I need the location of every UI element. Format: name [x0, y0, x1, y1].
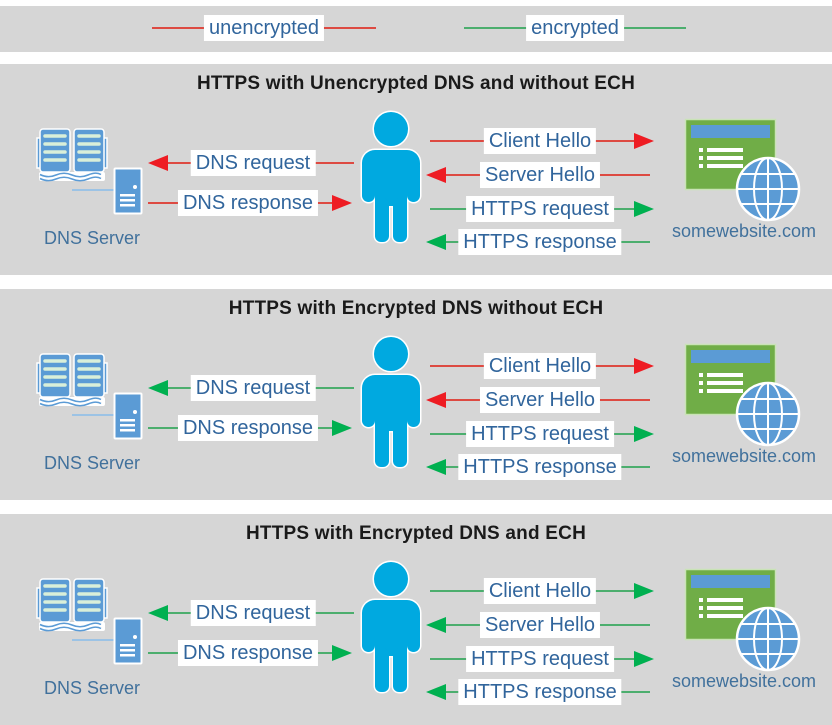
https-request-arrow: HTTPS request — [428, 194, 654, 224]
client-hello-arrow: Client Hello — [428, 351, 654, 381]
https-response-arrow: HTTPS response — [426, 227, 652, 257]
arrowhead-icon — [426, 392, 446, 408]
arrow-label: Client Hello — [483, 353, 597, 379]
arrowhead-icon — [332, 195, 352, 211]
arrowhead-icon — [148, 605, 168, 621]
dns-server-caption: DNS Server — [44, 678, 141, 698]
arrowhead-icon — [426, 684, 446, 700]
server-tower-icon — [113, 392, 143, 440]
arrowhead-icon — [634, 651, 654, 667]
person-icon — [360, 560, 422, 694]
section-title: HTTPS with Encrypted DNS and ECH — [246, 523, 586, 544]
https-request-arrow: HTTPS request — [428, 419, 654, 449]
open-book-icon — [36, 578, 108, 632]
arrow-label: DNS request — [190, 150, 316, 176]
dns-request-arrow: DNS request — [148, 598, 356, 628]
dns-server-caption: DNS Server — [44, 228, 141, 248]
dns-request-arrow: DNS request — [148, 148, 356, 178]
arrow-label: HTTPS response — [458, 454, 622, 480]
website-caption: somewebsite.com — [671, 446, 817, 466]
website-caption: somewebsite.com — [671, 671, 817, 691]
section-title: HTTPS with Encrypted DNS without ECH — [228, 298, 604, 319]
arrow-label: DNS request — [190, 600, 316, 626]
arrowhead-icon — [634, 358, 654, 374]
legend-item-encrypted: encrypted — [462, 13, 688, 43]
arrow-label: HTTPS response — [458, 679, 622, 705]
open-book-icon — [36, 128, 108, 182]
arrowhead-icon — [634, 133, 654, 149]
arrow-label: HTTPS response — [458, 229, 622, 255]
arrowhead-icon — [426, 167, 446, 183]
section-encrypted-dns-no-ech: HTTPS with Encrypted DNS without ECH — [0, 289, 832, 500]
server-hello-arrow: Server Hello — [426, 160, 652, 190]
legend-item-unencrypted: unencrypted — [150, 13, 378, 43]
server-hello-arrow: Server Hello — [426, 385, 652, 415]
https-response-arrow: HTTPS response — [426, 452, 652, 482]
arrow-label: Client Hello — [483, 578, 597, 604]
connector-line — [72, 414, 115, 416]
arrow-label: HTTPS request — [466, 196, 614, 222]
section-unencrypted-dns-no-ech: HTTPS with Unencrypted DNS and without E… — [0, 64, 832, 275]
open-book-icon — [36, 353, 108, 407]
server-hello-arrow: Server Hello — [426, 610, 652, 640]
website-icon — [684, 568, 801, 672]
arrow-label: Server Hello — [479, 612, 601, 638]
dns-response-arrow: DNS response — [146, 413, 352, 443]
section-title: HTTPS with Unencrypted DNS and without E… — [196, 73, 635, 94]
arrowhead-icon — [332, 645, 352, 661]
arrow-label: DNS request — [190, 375, 316, 401]
arrow-label: HTTPS request — [466, 421, 614, 447]
arrow-label: DNS response — [177, 190, 319, 216]
arrowhead-icon — [634, 201, 654, 217]
connector-line — [72, 189, 115, 191]
arrow-label: DNS response — [177, 415, 319, 441]
person-icon — [360, 335, 422, 469]
server-tower-icon — [113, 617, 143, 665]
dns-response-arrow: DNS response — [146, 188, 352, 218]
arrowhead-icon — [634, 426, 654, 442]
arrowhead-icon — [332, 420, 352, 436]
arrow-label: DNS response — [177, 640, 319, 666]
arrowhead-icon — [634, 583, 654, 599]
arrow-label: HTTPS request — [466, 646, 614, 672]
legend-bar: unencrypted encrypted — [0, 6, 832, 52]
client-hello-arrow: Client Hello — [428, 126, 654, 156]
arrowhead-icon — [426, 617, 446, 633]
website-icon — [684, 343, 801, 447]
arrowhead-icon — [148, 155, 168, 171]
dns-server-caption: DNS Server — [44, 453, 141, 473]
arrow-label: Server Hello — [479, 387, 601, 413]
section-encrypted-dns-and-ech: HTTPS with Encrypted DNS and ECH — [0, 514, 832, 725]
arrow-label: Client Hello — [483, 128, 597, 154]
person-icon — [360, 110, 422, 244]
arrow-label: Server Hello — [479, 162, 601, 188]
arrowhead-icon — [426, 459, 446, 475]
dns-request-arrow: DNS request — [148, 373, 356, 403]
client-hello-arrow: Client Hello — [428, 576, 654, 606]
website-caption: somewebsite.com — [671, 221, 817, 241]
arrowhead-icon — [148, 380, 168, 396]
website-icon — [684, 118, 801, 222]
dns-response-arrow: DNS response — [146, 638, 352, 668]
legend-label: encrypted — [526, 15, 624, 41]
server-tower-icon — [113, 167, 143, 215]
connector-line — [72, 639, 115, 641]
https-request-arrow: HTTPS request — [428, 644, 654, 674]
https-response-arrow: HTTPS response — [426, 677, 652, 707]
arrowhead-icon — [426, 234, 446, 250]
legend-label: unencrypted — [203, 15, 325, 41]
